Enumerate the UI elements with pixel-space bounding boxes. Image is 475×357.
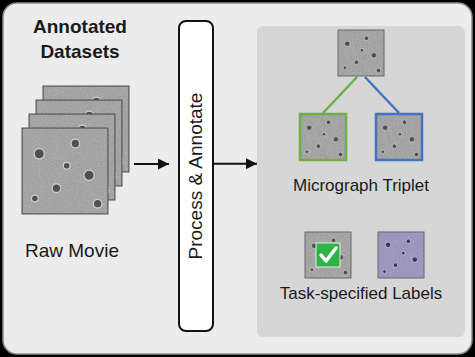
flow-arrow: [214, 163, 257, 165]
process-box: Process & Annotate: [178, 20, 214, 332]
outer-panel: [3, 3, 472, 354]
movie-stack: [22, 86, 129, 214]
stack-caption: Raw Movie: [12, 238, 132, 263]
section-heading: Annotated Datasets: [20, 14, 140, 64]
process-label: Process & Annotate: [185, 93, 207, 260]
panel-caption: Micrograph Triplet: [286, 176, 436, 196]
input-arrow: [134, 163, 169, 165]
panel-caption: Task-specified Labels: [271, 284, 451, 304]
